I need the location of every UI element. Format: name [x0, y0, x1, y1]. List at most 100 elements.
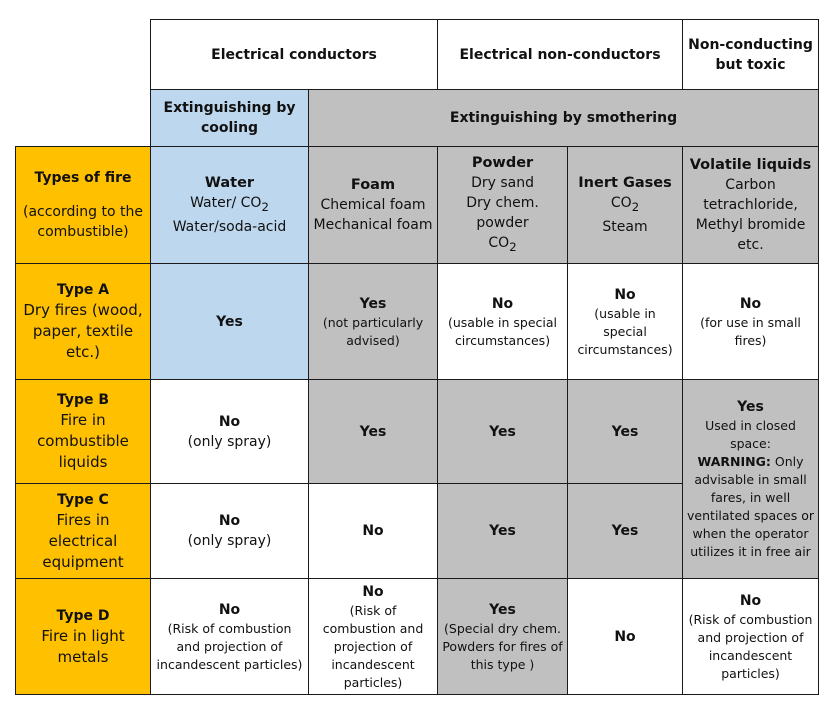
warning-label: WARNING:	[697, 454, 771, 469]
cell-main: No	[218, 413, 241, 430]
cell-main: No	[614, 286, 636, 303]
cell-note: (for use in small fires)	[700, 314, 801, 348]
type-b-name: Type B	[56, 392, 110, 408]
header-non-conducting-toxic: Non-conducting but toxic	[682, 19, 820, 90]
type-b-label: Type B Fire in combustible liquids	[15, 379, 151, 484]
cell-note: (only spray)	[187, 433, 272, 450]
table-row: Type B Fire in combustible liquids No (o…	[15, 379, 820, 579]
cell-note: (usable in special circumstances)	[577, 305, 673, 357]
agent-inert-name: Inert Gases	[578, 175, 672, 192]
cell-a-volatile: No (for use in small fires)	[682, 263, 820, 380]
agent-powder-name: Powder	[471, 155, 534, 172]
agent-water-line1: Water/ CO2	[190, 195, 269, 214]
cell-d-inert: No	[567, 578, 684, 695]
agent-volatile-liquids: Volatile liquids Carbon tetrachloride, M…	[682, 146, 820, 264]
cell-c-powder: Yes	[437, 483, 569, 579]
table-row: Type D Fire in light metals No (Risk of …	[15, 578, 820, 695]
header-extinguishing-cooling: Extinguishing by cooling	[150, 89, 309, 147]
cell-main: Yes	[611, 423, 639, 440]
cell-main: Yes	[489, 423, 516, 440]
cell-main: No	[491, 295, 514, 312]
table-row: Type C Fires in electrical equipment No …	[15, 483, 819, 579]
cell-main: No	[739, 592, 762, 609]
cell-a-foam: Yes (not particularly advised)	[307, 263, 439, 380]
cell-note: (Risk of combustion and projection of in…	[156, 620, 303, 672]
cell-bc-volatile: Yes Used in closed space: WARNING: Only …	[682, 379, 820, 579]
agent-powder-line3: CO2	[488, 235, 517, 254]
type-c-name: Type C	[57, 491, 109, 508]
cell-d-powder: Yes (Special dry chem. Powders for fires…	[437, 578, 569, 695]
cell-b-water: No (only spray)	[150, 379, 309, 484]
cell-main: Yes	[737, 399, 764, 415]
agent-volatile-line2: Methyl bromide etc.	[695, 217, 806, 253]
cell-a-inert: No (usable in special circumstances)	[567, 263, 684, 380]
cell-d-foam: No (Risk of combustion and projection of…	[307, 578, 439, 695]
cell-main: Yes	[489, 601, 516, 618]
cell-b-inert: Yes	[567, 379, 684, 484]
header-extinguishing-smothering: Extinguishing by smothering	[307, 89, 820, 147]
agent-foam-line1: Chemical foam	[320, 197, 426, 213]
cell-c-inert: Yes	[567, 483, 684, 579]
fire-extinguisher-table: Electrical conductors Electrical non-con…	[15, 19, 820, 695]
agent-volatile-line1: Carbon tetrachloride,	[703, 177, 798, 213]
type-d-label: Type D Fire in light metals	[15, 578, 151, 695]
agent-water-name: Water	[204, 175, 255, 192]
types-of-fire-title: Types of fire	[34, 170, 132, 186]
cell-note-1: Used in closed space:	[705, 418, 796, 451]
type-c-desc: Fires in electrical equipment	[42, 510, 124, 571]
cell-d-water: No (Risk of combustion and projection of…	[150, 578, 309, 695]
types-of-fire-header: Types of fire (according to the combusti…	[15, 146, 151, 264]
cell-main: No	[218, 513, 241, 529]
cell-note: (Risk of combustion and projection of in…	[322, 602, 424, 690]
agent-foam-line2: Mechanical foam	[313, 217, 433, 233]
agent-inert-gases: Inert Gases CO2 Steam	[567, 146, 684, 264]
agent-inert-line2: Steam	[602, 218, 648, 235]
cell-main: No	[614, 628, 636, 645]
cell-a-powder: No (usable in special circumstances)	[437, 263, 569, 380]
cell-b-powder: Yes	[437, 379, 569, 484]
cell-main: No	[218, 601, 241, 618]
cell-main: Yes	[489, 523, 516, 539]
cell-d-volatile: No (Risk of combustion and projection of…	[682, 578, 820, 695]
header-electrical-non-conductors: Electrical non-conductors	[437, 19, 684, 90]
cell-b-foam: Yes	[307, 379, 439, 484]
cell-main: Yes	[216, 313, 243, 330]
agent-water-line2: Water/soda-acid	[172, 218, 287, 235]
types-of-fire-subtitle: (according to the combustible)	[23, 204, 143, 240]
type-d-name: Type D	[56, 607, 110, 624]
cell-note: (Risk of combustion and projection of in…	[688, 611, 813, 681]
type-c-label: Type C Fires in electrical equipment	[15, 483, 151, 579]
cell-note: (Special dry chem. Powders for fires of …	[442, 620, 563, 672]
agent-water: Water Water/ CO2 Water/soda-acid	[150, 146, 309, 264]
cell-note: (only spray)	[187, 533, 272, 549]
agent-volatile-name: Volatile liquids	[689, 157, 812, 173]
cell-note: (not particularly advised)	[322, 314, 424, 348]
cell-note-2: WARNING: Only advisable in small fares, …	[687, 454, 814, 559]
type-b-desc: Fire in combustible liquids	[37, 411, 129, 471]
cell-main: No	[739, 295, 762, 312]
cell-main: Yes	[359, 423, 387, 440]
type-d-desc: Fire in light metals	[41, 626, 125, 666]
cell-c-water: No (only spray)	[150, 483, 309, 579]
type-a-label: Type A Dry fires (wood, paper, textile e…	[15, 263, 151, 380]
cell-note: (usable in special circumstances)	[448, 314, 558, 348]
agent-powder: Powder Dry sand Dry chem. powder CO2	[437, 146, 569, 264]
cell-c-foam: No	[307, 483, 439, 579]
agent-foam: Foam Chemical foam Mechanical foam	[307, 146, 439, 264]
cell-main: No	[362, 583, 384, 600]
corner-blank-2	[15, 89, 151, 147]
table-row: Type A Dry fires (wood, paper, textile e…	[15, 263, 820, 380]
agent-inert-line1: CO2	[610, 195, 640, 214]
cell-main: Yes	[359, 295, 387, 312]
corner-blank	[15, 19, 151, 90]
spacer	[20, 188, 146, 202]
cell-main: No	[362, 523, 384, 539]
type-a-name: Type A	[56, 282, 110, 298]
type-a-desc: Dry fires (wood, paper, textile etc.)	[23, 301, 143, 361]
agent-foam-name: Foam	[350, 177, 396, 193]
agent-powder-line1: Dry sand	[471, 175, 534, 192]
cell-a-water: Yes	[150, 263, 309, 380]
cell-main: Yes	[611, 523, 639, 539]
agent-powder-line2: Dry chem. powder	[466, 195, 539, 232]
header-electrical-conductors: Electrical conductors	[149, 19, 439, 90]
